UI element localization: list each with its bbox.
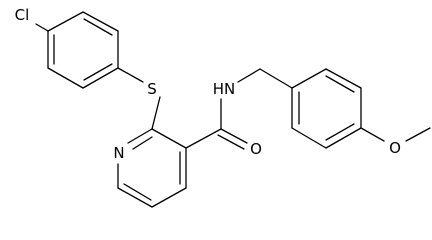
bond: [127, 128, 153, 144]
bond: [151, 128, 187, 149]
carbonyl-double-bond: [217, 134, 245, 150]
pyridine-ring: [117, 128, 187, 208]
carbonyl-double-bond: [220, 128, 248, 144]
bond: [325, 68, 362, 89]
bond-ring-cl: [35, 23, 49, 32]
double-bond-inner: [83, 63, 113, 81]
chlorine-atom-label: Cl: [15, 6, 30, 24]
double-bond-inner: [325, 75, 355, 93]
bond: [47, 11, 84, 32]
methoxyphenyl-ring: [291, 68, 362, 149]
bond-ring-carbonyl: [185, 128, 222, 149]
bond-ch2-ring: [259, 68, 293, 89]
chlorophenyl-ring: [47, 11, 119, 89]
double-bond-inner: [83, 18, 113, 36]
bond-ring-o: [360, 127, 385, 142]
bond-o-methyl: [405, 127, 431, 142]
methoxy-oxygen-label: O: [389, 139, 401, 157]
bond: [325, 127, 362, 149]
bond: [82, 11, 119, 32]
double-bond-inner: [325, 123, 355, 141]
bond-ring-s: [117, 67, 144, 83]
bond-s-pyridine: [151, 96, 161, 130]
bond: [47, 67, 84, 89]
double-bond-inner: [123, 183, 152, 201]
bond: [82, 67, 119, 89]
bond: [117, 187, 153, 208]
structure-drawing: Cl S N O HN O: [15, 6, 431, 208]
amide-nh-label: HN: [213, 80, 236, 98]
bond-n-ch2: [237, 68, 261, 83]
pyridine-nitrogen-label: N: [113, 144, 124, 162]
molecule-canvas: Cl S N O HN O: [15, 6, 431, 208]
carbonyl-oxygen-label: O: [250, 140, 262, 158]
double-bond-inner: [132, 136, 153, 150]
sulfur-atom-label: S: [147, 80, 157, 98]
bond: [291, 127, 327, 149]
bond: [291, 68, 327, 89]
bond: [151, 187, 187, 208]
